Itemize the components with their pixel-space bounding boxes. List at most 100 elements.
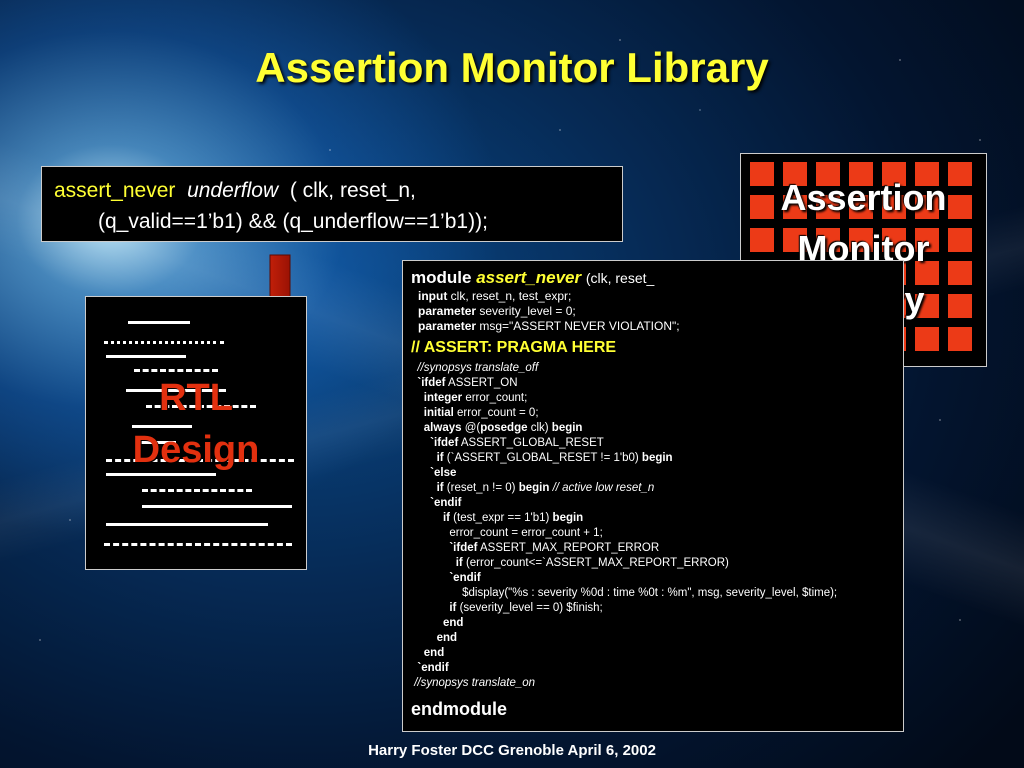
library-grid-cell bbox=[915, 195, 939, 219]
declaration-text: clk, reset_n, test_expr; bbox=[447, 289, 572, 303]
code-text bbox=[411, 572, 449, 584]
library-grid-cell bbox=[783, 195, 807, 219]
library-grid-cell bbox=[783, 228, 807, 252]
code-keyword: begin bbox=[518, 482, 550, 494]
code-text: (`ASSERT_GLOBAL_RESET != 1'b0) bbox=[443, 452, 642, 464]
code-keyword: end bbox=[423, 647, 445, 659]
declaration-text: severity_level = 0; bbox=[476, 304, 576, 318]
module-header: module assert_never (clk, reset_ bbox=[411, 267, 895, 289]
library-grid-cell bbox=[816, 162, 840, 186]
code-keyword: integer bbox=[423, 392, 463, 404]
module-code-box: module assert_never (clk, reset_ input c… bbox=[402, 260, 904, 732]
code-line: if (test_expr == 1'b1) begin bbox=[411, 511, 895, 526]
declaration-keyword: parameter bbox=[418, 319, 477, 333]
code-line: if (severity_level == 0) $finish; bbox=[411, 601, 895, 616]
code-line: `endif bbox=[411, 661, 895, 676]
library-grid-cell bbox=[882, 162, 906, 186]
code-keyword: `ifdef bbox=[417, 377, 446, 389]
code-text bbox=[411, 482, 437, 494]
declaration-text: msg="ASSERT NEVER VIOLATION"; bbox=[476, 319, 680, 333]
code-line: error_count = error_count + 1; bbox=[411, 526, 895, 541]
code-line: if (reset_n != 0) begin // active low re… bbox=[411, 481, 895, 496]
endmodule-keyword: endmodule bbox=[411, 699, 508, 719]
library-grid-cell bbox=[816, 195, 840, 219]
code-text bbox=[411, 632, 437, 644]
code-line: if (`ASSERT_GLOBAL_RESET != 1'b0) begin bbox=[411, 451, 895, 466]
code-text bbox=[411, 557, 456, 569]
code-keyword: `ifdef bbox=[449, 542, 478, 554]
library-grid-cell bbox=[915, 327, 939, 351]
code-line: end bbox=[411, 631, 895, 646]
declaration-keyword: parameter bbox=[418, 304, 477, 318]
code-text: (severity_level == 0) $finish; bbox=[456, 602, 603, 614]
code-comment: //synopsys translate_on bbox=[414, 677, 536, 689]
instance-line-1: assert_never underflow ( clk, reset_n, bbox=[54, 175, 610, 206]
code-text bbox=[411, 407, 424, 419]
code-comment: //synopsys translate_off bbox=[417, 362, 539, 374]
module-ports: (clk, reset_ bbox=[585, 270, 655, 286]
code-keyword: `else bbox=[430, 467, 457, 479]
code-line: `ifdef ASSERT_ON bbox=[411, 376, 895, 391]
code-keyword: `endif bbox=[430, 497, 462, 509]
library-grid-cell bbox=[948, 162, 972, 186]
module-name: assert_never bbox=[476, 268, 582, 287]
code-keyword: begin bbox=[641, 452, 673, 464]
code-text bbox=[411, 452, 437, 464]
rtl-code-lines bbox=[86, 297, 306, 569]
code-line: initial error_count = 0; bbox=[411, 406, 895, 421]
code-text bbox=[411, 497, 430, 509]
code-line: //synopsys translate_on bbox=[411, 676, 895, 691]
code-text: $display("%s : severity %0d : time %0t :… bbox=[411, 587, 838, 599]
library-grid-cell bbox=[915, 162, 939, 186]
code-keyword: begin bbox=[551, 422, 583, 434]
rtl-label-line-2: Design bbox=[132, 429, 260, 471]
code-keyword: `endif bbox=[417, 662, 449, 674]
code-line: //synopsys translate_off bbox=[411, 361, 895, 376]
code-line: `else bbox=[411, 466, 895, 481]
code-text bbox=[411, 512, 443, 524]
library-grid-cell bbox=[882, 195, 906, 219]
rtl-design-label: RTL Design bbox=[86, 372, 306, 476]
code-comment: // active low reset_n bbox=[552, 482, 655, 494]
instance-line-2: (q_valid==1’b1) && (q_underflow==1’b1)); bbox=[98, 210, 488, 233]
code-text: ASSERT_MAX_REPORT_ERROR bbox=[477, 542, 660, 554]
code-line: always @(posedge clk) begin bbox=[411, 421, 895, 436]
code-text: (error_count<=`ASSERT_MAX_REPORT_ERROR) bbox=[462, 557, 729, 569]
code-keyword: end bbox=[442, 617, 464, 629]
code-text: error_count; bbox=[462, 392, 528, 404]
library-grid-cell bbox=[849, 228, 873, 252]
code-text: ASSERT_GLOBAL_RESET bbox=[458, 437, 604, 449]
code-keyword: initial bbox=[423, 407, 454, 419]
module-body: //synopsys translate_off `ifdef ASSERT_O… bbox=[411, 361, 895, 691]
assertion-name: assert_never bbox=[54, 179, 176, 202]
library-grid-cell bbox=[948, 294, 972, 318]
code-line: `ifdef ASSERT_MAX_REPORT_ERROR bbox=[411, 541, 895, 556]
rtl-design-box: RTL Design bbox=[85, 296, 307, 570]
code-text bbox=[411, 422, 424, 434]
code-text: error_count = 0; bbox=[453, 407, 539, 419]
library-grid-cell bbox=[750, 228, 774, 252]
code-line: integer error_count; bbox=[411, 391, 895, 406]
library-grid-cell bbox=[849, 162, 873, 186]
pragma-comment: // ASSERT: PRAGMA HERE bbox=[411, 339, 617, 356]
code-keyword: if bbox=[449, 602, 457, 614]
code-keyword: if bbox=[436, 452, 444, 464]
code-text: clk) bbox=[527, 422, 552, 434]
code-text: error_count = error_count + 1; bbox=[411, 527, 603, 539]
code-keyword: end bbox=[436, 632, 458, 644]
code-text: (test_expr == 1'b1) bbox=[449, 512, 553, 524]
library-grid-cell bbox=[783, 162, 807, 186]
code-line: if (error_count<=`ASSERT_MAX_REPORT_ERRO… bbox=[411, 556, 895, 571]
module-declarations: input clk, reset_n, test_expr;parameter … bbox=[411, 289, 895, 334]
module-keyword: module bbox=[411, 268, 472, 287]
instance-args: ( clk, reset_n, bbox=[289, 179, 416, 202]
code-keyword: always bbox=[423, 422, 462, 434]
code-line: end bbox=[411, 646, 895, 661]
code-keyword: if bbox=[436, 482, 444, 494]
slide-title: Assertion Monitor Library bbox=[255, 44, 769, 91]
library-grid-cell bbox=[849, 195, 873, 219]
code-text bbox=[411, 542, 449, 554]
library-grid-cell bbox=[915, 228, 939, 252]
assertion-instance-box: assert_never underflow ( clk, reset_n, (… bbox=[41, 166, 623, 242]
library-grid-cell bbox=[948, 195, 972, 219]
